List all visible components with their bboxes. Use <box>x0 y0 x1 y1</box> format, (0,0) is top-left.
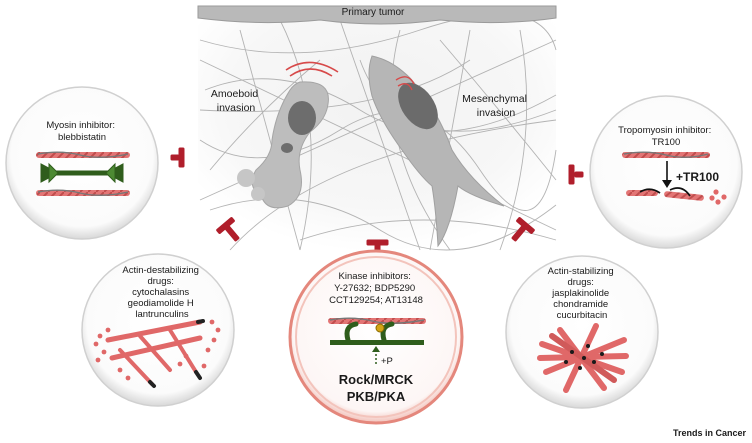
journal-footer: Trends in Cancer <box>673 428 747 438</box>
myosin-bipolar-filament <box>40 162 124 184</box>
inhibit-myosin <box>170 147 185 168</box>
tropomyosin-inhibitor-panel: Tropomyosin inhibitor: TR100 +TR100 <box>589 95 743 249</box>
inhibit-stabilizing <box>511 217 535 242</box>
myosin-panel-text: Myosin inhibitor: blebbistatin <box>46 120 117 143</box>
panel-bubble-inner-ring <box>295 256 457 418</box>
kinase-rock-mrck-label: Rock/MRCK <box>339 372 414 387</box>
depolymerizing-actin-network <box>105 319 205 388</box>
invasion-scene: Primary tumor Amoeboid invasion Mesenchy… <box>197 5 557 252</box>
actin-filament <box>622 151 710 158</box>
phospho-label: +P <box>381 356 393 367</box>
panel-bubble <box>5 86 159 240</box>
panel-bubble <box>589 95 743 249</box>
amoeboid-nucleus-lobe <box>281 143 293 153</box>
amoeboid-label: Amoeboid invasion <box>211 88 261 114</box>
myosin-rod <box>330 340 424 345</box>
drug-bound-sites <box>564 344 604 370</box>
kinase-pkb-pka-label: PKB/PKA <box>347 389 406 404</box>
amoeboid-bleb <box>251 187 265 201</box>
panel-bubble-highlight <box>288 249 464 425</box>
kinase-inhibitors-panel: Kinase inhibitors: Y-27632; BDP5290 CCT1… <box>288 249 464 425</box>
inhibit-destabilizing <box>216 217 240 242</box>
primary-tumor <box>197 5 557 25</box>
mesenchymal-label: Mesenchymal invasion <box>462 93 530 119</box>
tropomyosin-panel-text: Tropomyosin inhibitor: TR100 <box>618 125 714 148</box>
phosphate-dot <box>375 323 385 333</box>
matrix-background <box>198 6 556 252</box>
actin-destabilizing-panel: Actin-destabilizing drugs: cytochalasins… <box>81 253 235 407</box>
inhibition-arrows <box>170 147 584 258</box>
fragmented-actin <box>626 187 727 205</box>
destabilizing-panel-text: Actin-destabilizing drugs: cytochalasins… <box>122 265 201 320</box>
actin-stabilizing-panel: Actin-stabilizing drugs: jasplakinolide … <box>505 255 659 409</box>
inhibit-tropomyosin <box>568 164 584 185</box>
actin-monomers <box>93 319 221 381</box>
down-arrow <box>662 161 672 188</box>
amoeboid-nucleus <box>288 101 316 135</box>
myosin-inhibitor-panel: Myosin inhibitor: blebbistatin <box>5 86 159 240</box>
stabilizing-panel-text: Actin-stabilizing drugs: jasplakinolide … <box>548 266 617 321</box>
actin-filament <box>36 151 130 158</box>
mesenchymal-nucleus <box>398 82 438 130</box>
actin-filament <box>328 317 426 324</box>
mesenchymal-cortex-arcs <box>395 76 415 91</box>
amoeboid-bleb <box>237 169 255 187</box>
actin-filament <box>36 189 130 196</box>
kinase-panel-text: Kinase inhibitors: Y-27632; BDP5290 CCT1… <box>329 271 423 306</box>
tr100-effect-label: +TR100 <box>676 170 719 184</box>
phosphorylation-arrow <box>372 346 380 364</box>
primary-tumor-label: Primary tumor <box>342 7 405 18</box>
amoeboid-cortex-arcs <box>285 61 339 77</box>
